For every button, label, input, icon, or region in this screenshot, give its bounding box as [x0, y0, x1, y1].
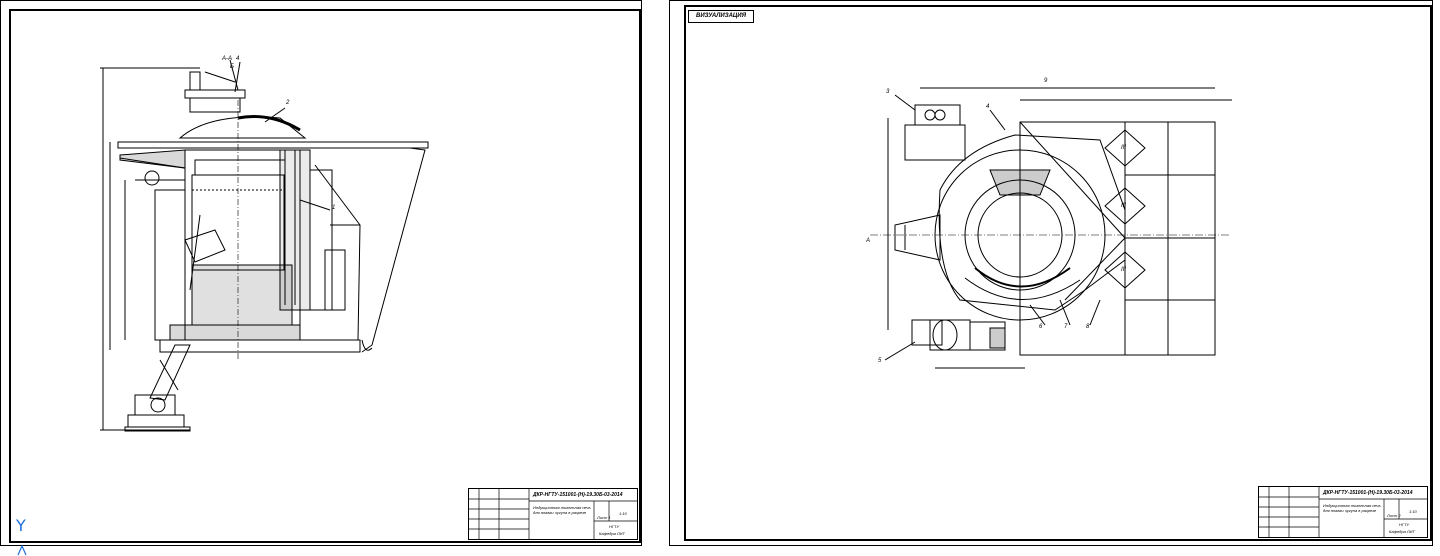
drawing-org-right: НГТУ	[1399, 522, 1410, 527]
callout-9: 9	[1044, 78, 1048, 84]
ucs-y-axis-icon: Y	[16, 516, 26, 535]
drawing-code-right: ДКР-НГТУ-151001-(Н)-19.30Б-03-2014	[1323, 490, 1413, 496]
callout-6: 6	[1039, 324, 1043, 330]
section-symbol-3: III	[1121, 267, 1127, 273]
callout-section-aa: А-А	[222, 56, 233, 62]
section-symbol-2: III	[1121, 203, 1127, 209]
drawing-code: ДКР-НГТУ-151001-(Н)-19.30Б-03-2014	[533, 492, 623, 498]
drawing-org: НГТУ	[609, 524, 620, 529]
visualization-stamp: ВИЗУАЛИЗАЦИЯ	[688, 10, 754, 23]
title-block-grid	[469, 489, 637, 539]
section-symbol-1: III	[1121, 145, 1127, 151]
callout-1: 1	[332, 205, 336, 211]
drawing-sheet-right	[669, 0, 1433, 546]
callout-4: 4	[236, 56, 240, 62]
drawing-scale-right: 1:10	[1409, 509, 1417, 514]
callout-3: 3	[886, 89, 890, 95]
drawing-name-right: Индукционная тигельная печь для плавки ч…	[1323, 503, 1381, 513]
title-block-grid-right	[1259, 487, 1427, 537]
drawing-group: Кафедра ЛИТ	[599, 531, 625, 536]
drawing-sheet: Лист 1	[597, 515, 611, 520]
callout-2: 2	[286, 100, 290, 106]
callout-8: 8	[1086, 324, 1090, 330]
ucs-arrow-icon	[17, 544, 27, 556]
callout-b: Б	[230, 64, 234, 70]
sheet-frame-right	[684, 5, 1432, 541]
title-block-right: ДКР-НГТУ-151001-(Н)-19.30Б-03-2014 Индук…	[1258, 486, 1428, 538]
callout-5: 5	[878, 358, 882, 364]
callout-4-right: 4	[986, 104, 990, 110]
section-mark-a: А	[866, 238, 871, 244]
callout-7: 7	[1064, 324, 1068, 330]
drawing-scale: 1:10	[619, 511, 627, 516]
drawing-sheet-right: Лист 2	[1387, 513, 1401, 518]
drawing-group-right: Кафедра ЛИТ	[1389, 529, 1415, 534]
sheet-frame-left	[9, 9, 641, 543]
title-block-left: ДКР-НГТУ-151001-(Н)-19.30Б-03-2014 Индук…	[468, 488, 638, 540]
drawing-name: Индукционная тигельная печь для плавки ч…	[533, 505, 591, 515]
drawing-sheet-left	[0, 0, 642, 546]
furnace-section-drawing	[100, 59, 429, 432]
